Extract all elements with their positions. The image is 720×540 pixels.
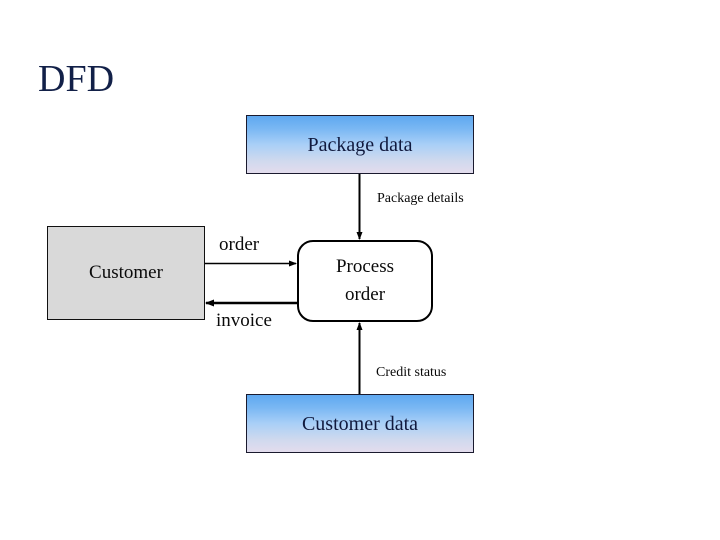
flow-label-package-details: Package details xyxy=(377,191,464,206)
data-store-package-data[interactable]: Package data xyxy=(246,115,474,174)
data-store-customer-data-label: Customer data xyxy=(301,412,419,435)
data-store-customer-data[interactable]: Customer data xyxy=(246,394,474,453)
page-title: DFD xyxy=(38,58,115,100)
data-store-package-data-label: Package data xyxy=(307,133,413,156)
flow-label-order: order xyxy=(219,234,260,255)
flow-label-invoice: invoice xyxy=(216,310,272,331)
process-process-order[interactable]: Process order xyxy=(297,240,433,322)
external-entity-customer-label: Customer xyxy=(89,262,163,283)
flow-label-credit-status: Credit status xyxy=(376,365,447,380)
process-process-order-label: Process order xyxy=(336,253,394,309)
process-label-line-2: order xyxy=(344,284,386,305)
external-entity-customer[interactable]: Customer xyxy=(47,226,205,320)
process-label-line-1: Process xyxy=(335,256,395,277)
